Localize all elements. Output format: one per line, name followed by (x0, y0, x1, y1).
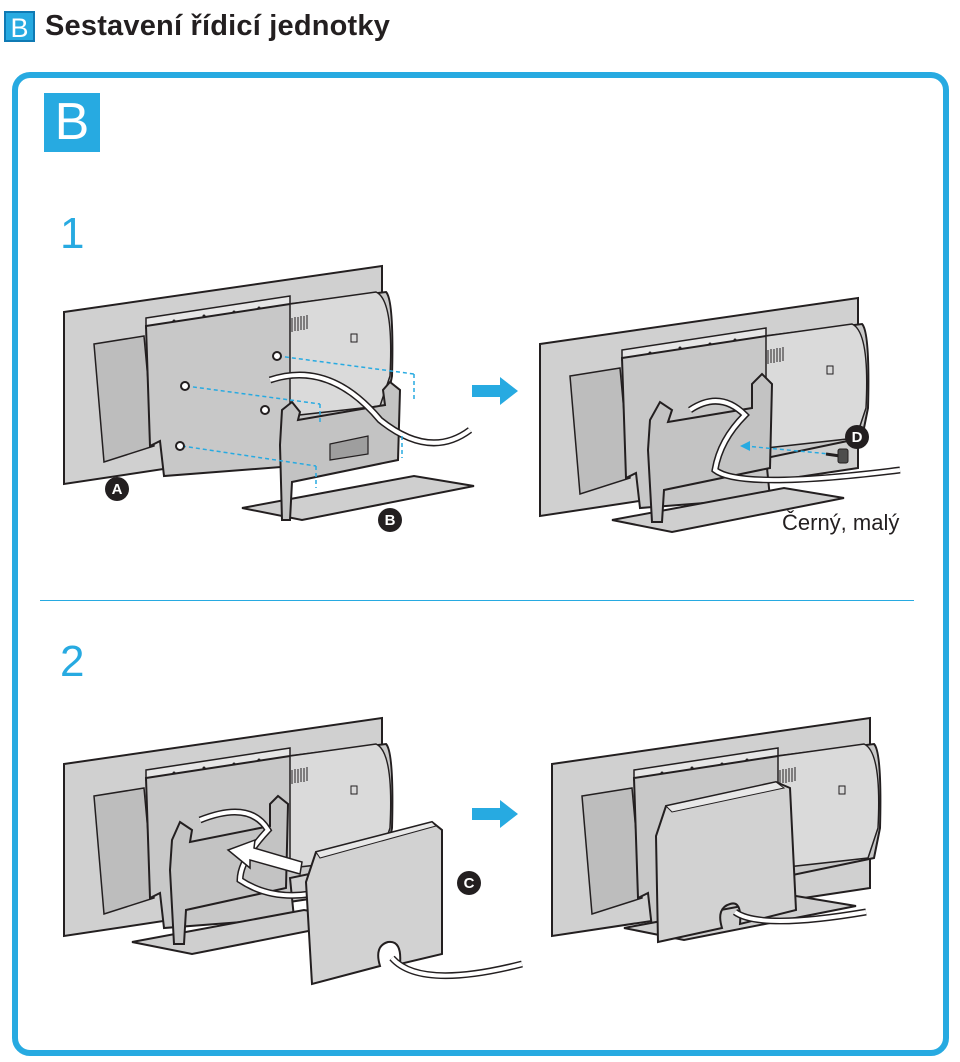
step1-after-illustration (539, 297, 901, 533)
step-divider (40, 600, 914, 601)
page-title: Sestavení řídicí jednotky (45, 9, 391, 42)
step-2-number: 2 (60, 637, 85, 686)
callout-c: C (457, 871, 481, 895)
step2-arrow-icon (472, 800, 518, 828)
svg-text:D: D (852, 429, 863, 446)
step2-before-illustration (63, 717, 523, 986)
svg-text:A: A (112, 481, 123, 498)
instruction-frame (12, 72, 949, 1056)
svg-text:B: B (385, 512, 396, 529)
header-badge: B (4, 10, 35, 43)
screw-icon (825, 448, 849, 464)
callout-b: B (378, 508, 402, 532)
header: B Sestavení řídicí jednotky (4, 8, 390, 44)
section-badge: B (44, 93, 100, 152)
screw-caption: Černý, malý (782, 510, 900, 535)
step2-after-illustration (551, 717, 882, 944)
callout-a: A (105, 477, 129, 501)
step1-arrow-icon (472, 377, 518, 405)
svg-text:C: C (464, 875, 475, 892)
step-1-number: 1 (60, 209, 85, 258)
callout-d: D (845, 425, 869, 449)
step1-before-illustration (63, 265, 475, 521)
